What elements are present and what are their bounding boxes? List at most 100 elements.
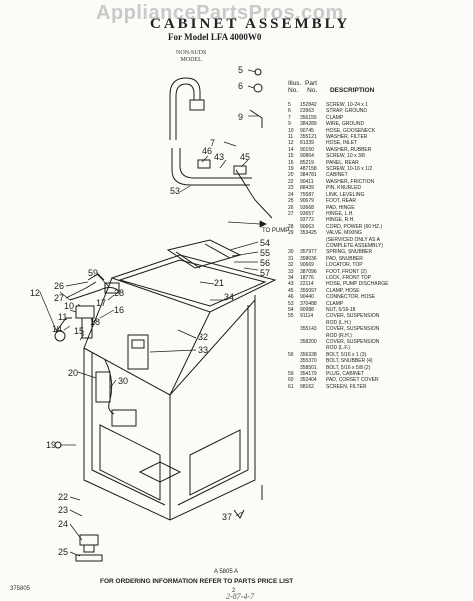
- part-number: 358200: [300, 339, 317, 346]
- figure-id: A 5805 A: [214, 569, 239, 575]
- part-description: COVER, SUSPENSION: [326, 313, 380, 320]
- parts-list-row: 30 357977 SPRING, SNUBBER: [288, 249, 468, 255]
- part-description: COMPLETE ASSEMBLY): [326, 242, 383, 249]
- part-description: ROD (L.F.): [326, 345, 350, 352]
- callout-53: 53: [170, 186, 180, 196]
- callout-34: 34: [224, 292, 234, 302]
- callout-17: 17: [96, 298, 106, 308]
- callout-55: 55: [260, 248, 270, 258]
- illus-number: 14: [288, 146, 294, 153]
- nonsuds-label: NON-SUDS MODEL: [176, 50, 206, 64]
- page-number: 2: [232, 588, 236, 594]
- illus-number: 11: [288, 134, 294, 141]
- part-number: 23963: [300, 108, 314, 115]
- callout-12: 12: [30, 288, 40, 298]
- parts-list-header: Illus. Part No. No. DESCRIPTION: [288, 80, 374, 94]
- callout-27: 27: [54, 293, 64, 303]
- part-description: FOOT, REAR: [326, 198, 357, 205]
- part-description: CABINET: [326, 172, 348, 179]
- part-description: BOLT, 5/16 x 1 (3): [326, 351, 367, 358]
- part-number: 358036: [300, 255, 317, 262]
- illus-number: 56: [288, 351, 294, 358]
- callout-25: 25: [58, 547, 68, 557]
- part-number: 85219: [300, 159, 314, 166]
- callout-11: 11: [58, 312, 67, 322]
- callout-26: 26: [54, 281, 64, 291]
- part-description: SCREW, 10-24 x 1: [326, 102, 368, 108]
- illus-number: 26: [288, 204, 294, 211]
- to-pump-label: TO PUMP: [262, 228, 289, 234]
- illus-number: 7: [288, 114, 291, 121]
- callout-28: 28: [114, 288, 124, 298]
- callout-54: 54: [260, 238, 270, 248]
- part-number: 93772: [300, 217, 314, 224]
- illus-number: 59: [288, 371, 294, 378]
- callout-7: 7: [210, 138, 215, 148]
- callout-22: 22: [58, 492, 68, 502]
- part-description: BOLT, SNUBBER (4): [326, 358, 373, 365]
- part-number: 90411: [300, 178, 314, 185]
- part-number: 90679: [300, 198, 314, 205]
- illus-number: 34: [288, 274, 294, 281]
- illus-number: 24: [288, 191, 294, 198]
- part-number: 355143: [300, 326, 317, 333]
- illus-number: 28: [288, 223, 294, 230]
- part-number: 22114: [300, 281, 314, 288]
- part-number: 152842: [300, 102, 317, 108]
- part-number: 357977: [300, 249, 317, 256]
- part-description: FOOT, FRONT (2): [326, 268, 367, 275]
- callout-33: 33: [198, 345, 208, 355]
- callout-23: 23: [58, 505, 68, 515]
- part-description: HINGE, R.H.: [326, 217, 355, 224]
- part-description: WASHER, FILTER: [326, 134, 368, 141]
- header-illus: Illus.: [288, 80, 302, 87]
- illus-number: 5: [288, 102, 291, 108]
- part-description: SPRING, SNUBBER: [326, 249, 373, 256]
- parts-list-row: 355370 BOLT, SNUBBER (4): [288, 358, 468, 364]
- illus-number: 25: [288, 198, 294, 205]
- parts-list-row: 93772 HINGE, R.H.: [288, 217, 468, 223]
- illus-number: 30: [288, 249, 294, 256]
- callout-45: 45: [240, 152, 250, 162]
- cabinet-top-outline: [110, 254, 277, 313]
- header-description: DESCRIPTION: [329, 87, 375, 94]
- part-number: 355097: [300, 287, 317, 294]
- illus-number: 23: [288, 185, 294, 192]
- part-description: LOCK, FRONT TOP: [326, 274, 372, 281]
- callout-9: 9: [238, 112, 243, 122]
- illus-number: 53: [288, 300, 294, 307]
- illus-number: 19: [288, 166, 294, 173]
- part-description: SCREW, 10-16 x 1/2: [326, 166, 373, 173]
- callout-46: 46: [202, 146, 212, 156]
- callout-16: 16: [114, 305, 124, 315]
- part-number: 355370: [300, 358, 317, 365]
- illus-number: 61: [288, 383, 294, 390]
- part-number: 356155: [300, 114, 317, 121]
- part-number: 90988: [300, 307, 314, 313]
- callout-37: 37: [222, 512, 232, 522]
- callout-57: 57: [260, 268, 270, 278]
- illus-number: 45: [288, 287, 294, 294]
- part-description: CORD, POWER (60 HZ.): [326, 223, 383, 230]
- illus-number: 54: [288, 307, 294, 313]
